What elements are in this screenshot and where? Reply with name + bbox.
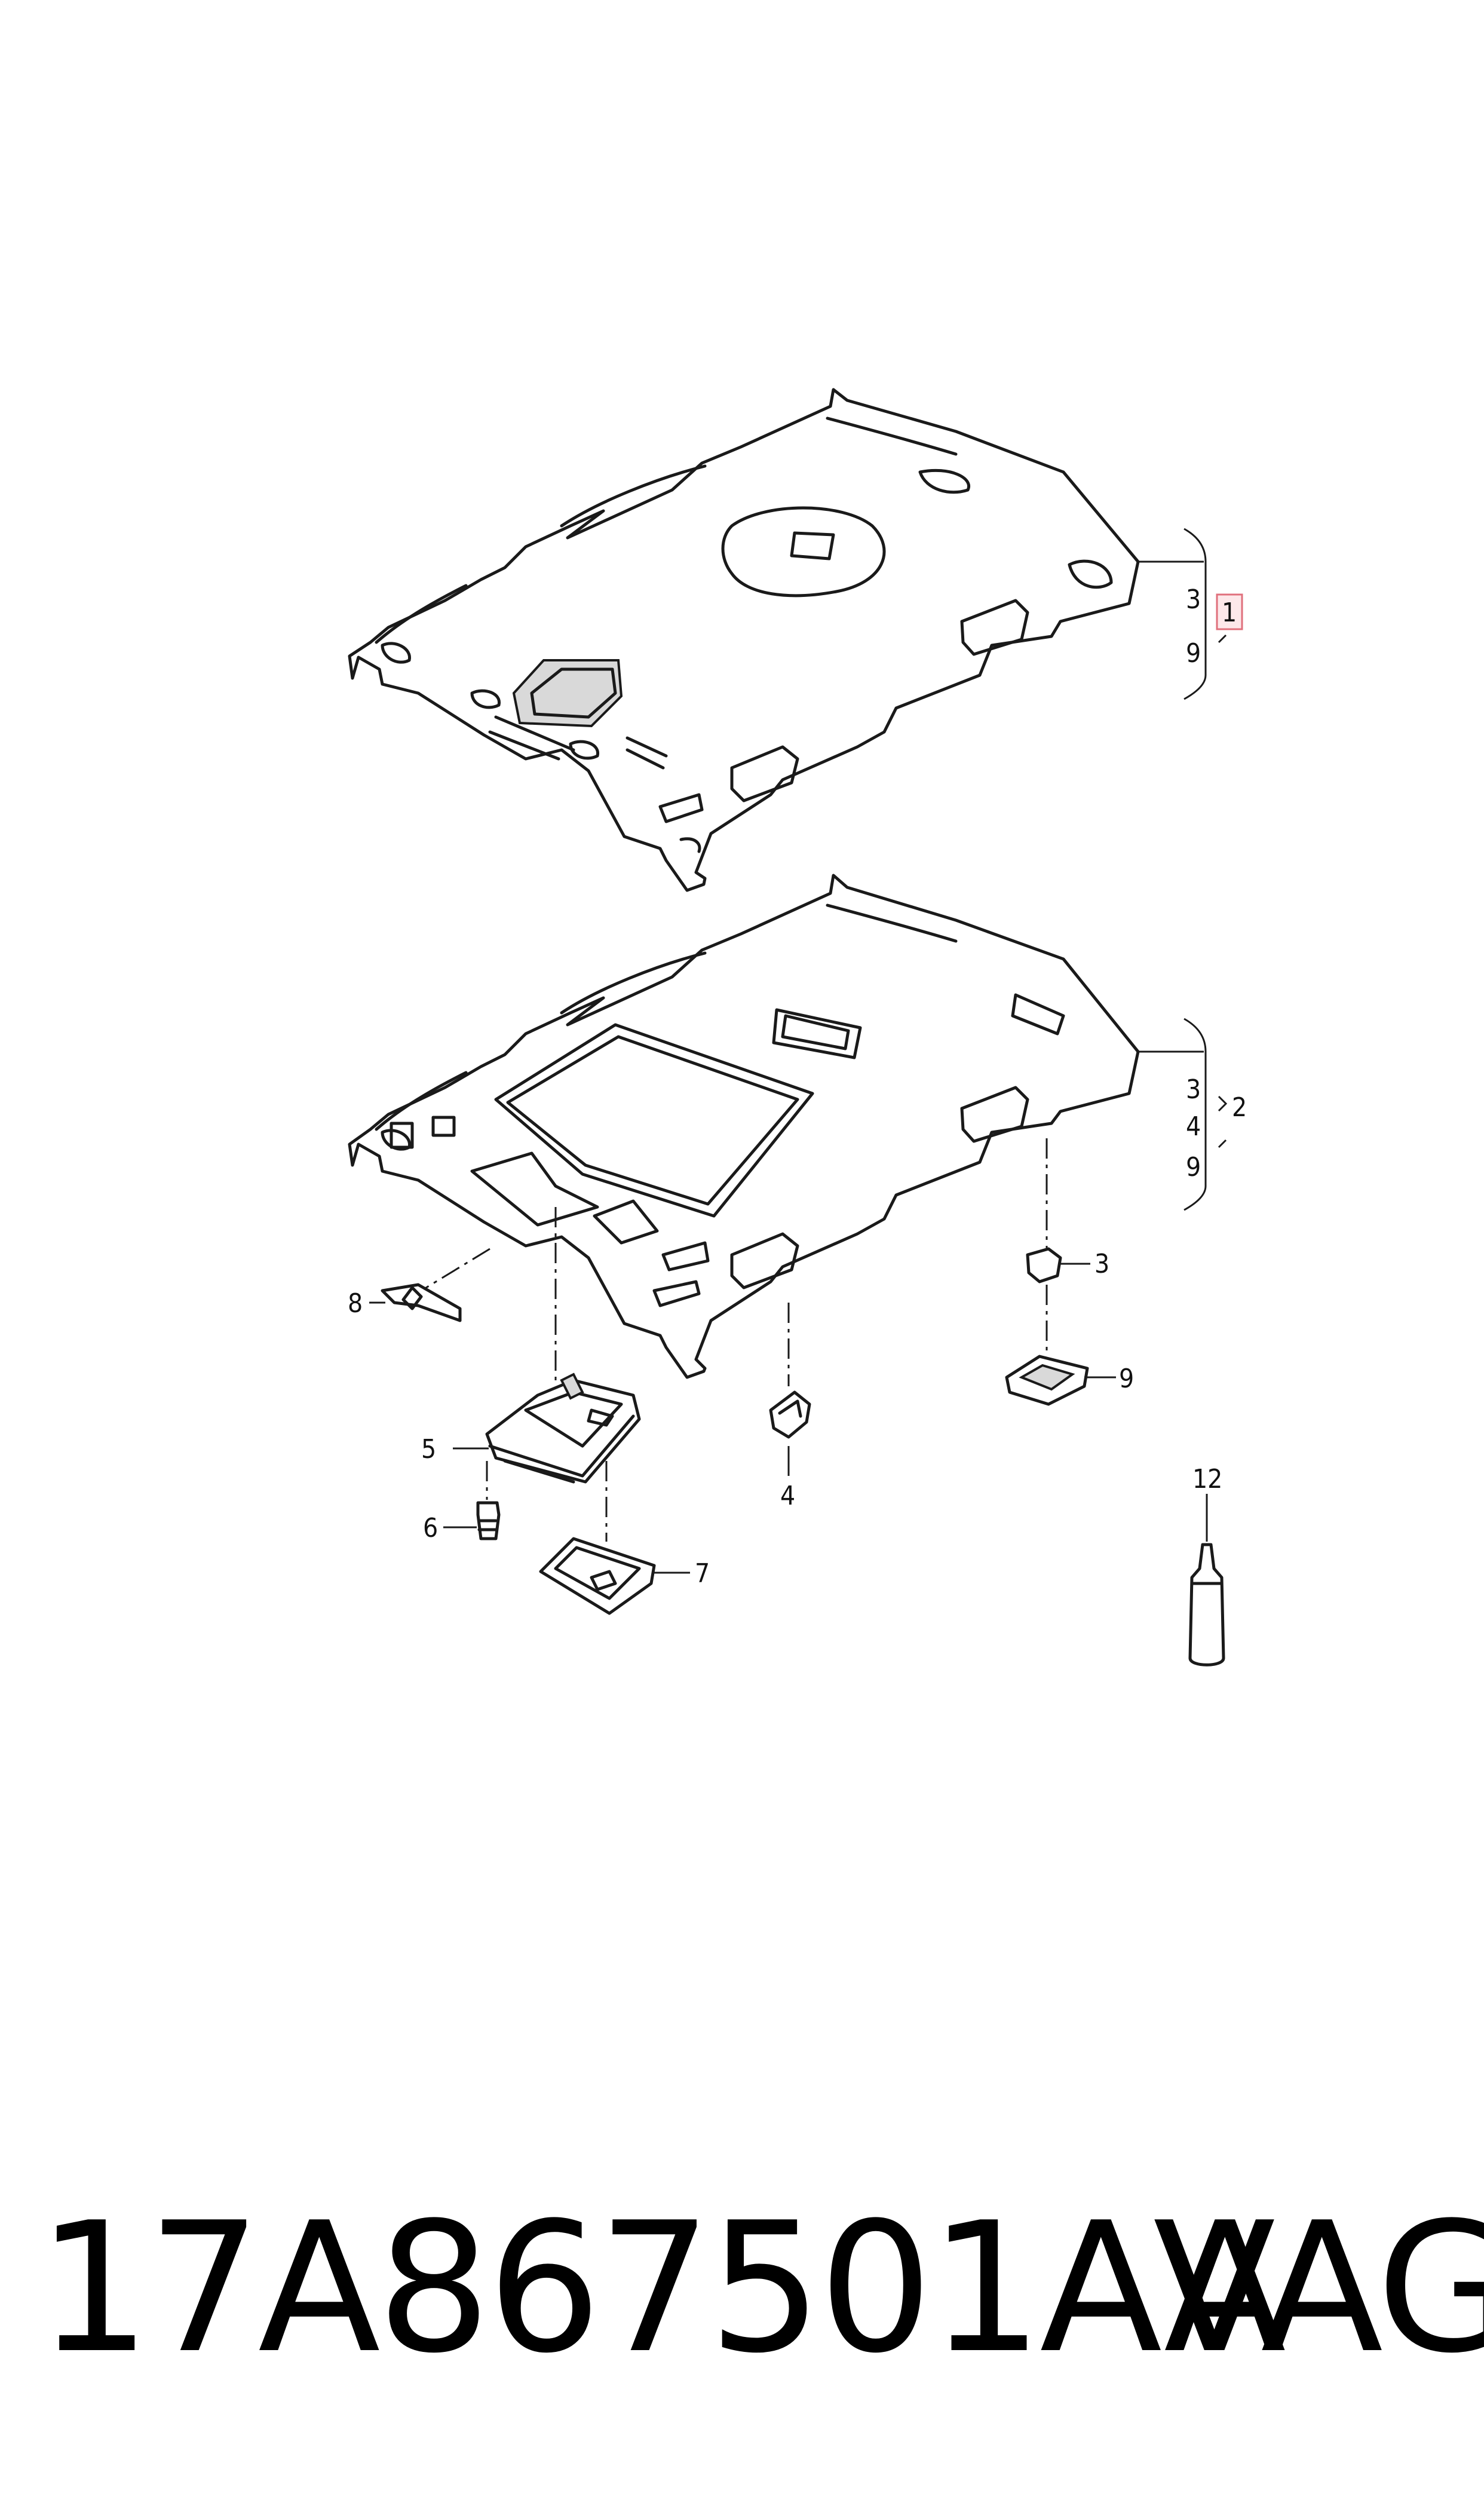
- callout-7: 7: [695, 1558, 710, 1589]
- part-6-screw: [443, 1461, 501, 1540]
- callout-bottom-3: 3: [1186, 1074, 1201, 1105]
- callout-6: 6: [423, 1513, 438, 1543]
- callout-bottom-2: 2: [1232, 1092, 1247, 1123]
- part-3-clip: [1026, 1138, 1090, 1283]
- callout-bottom-9: 9: [1186, 1152, 1201, 1183]
- headliner-bottom: [348, 874, 1140, 1379]
- callout-top-9: 9: [1186, 638, 1201, 669]
- callout-5: 5: [421, 1434, 436, 1465]
- brand-label: VAG: [1153, 2184, 1484, 2393]
- bracket-top: [1138, 528, 1228, 700]
- callout-12: 12: [1192, 1464, 1222, 1494]
- callout-3: 3: [1094, 1249, 1109, 1279]
- callout-9: 9: [1119, 1364, 1134, 1394]
- highlight-box-1: [1216, 593, 1243, 630]
- part-4-clip: [769, 1303, 811, 1476]
- callout-4: 4: [780, 1481, 795, 1511]
- part-9-bracket: [1005, 1285, 1116, 1406]
- callout-8: 8: [348, 1288, 363, 1319]
- headliner-top: [348, 388, 1140, 892]
- callout-top-1: 1: [1222, 598, 1237, 628]
- callout-top-3: 3: [1186, 584, 1201, 615]
- part-8-trim: [369, 1248, 490, 1322]
- part-7-cover: [539, 1461, 690, 1615]
- part-number: 17A867501AA: [37, 2184, 1286, 2393]
- callout-bottom-4: 4: [1186, 1111, 1201, 1142]
- bracket-bottom: [1138, 1018, 1228, 1211]
- part-12-bottle: [1188, 1494, 1225, 1667]
- part-5-console-bracket: [453, 1207, 641, 1484]
